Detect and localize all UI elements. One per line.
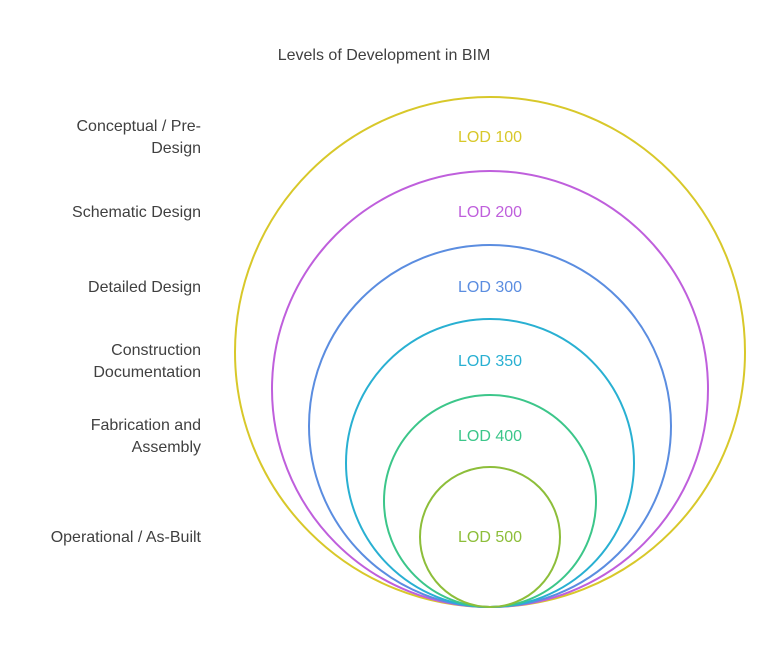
lod-label-1: LOD 100 bbox=[458, 129, 522, 146]
diagram-title: Levels of Development in BIM bbox=[278, 47, 491, 64]
lod-label-4: LOD 350 bbox=[458, 353, 522, 370]
stage-label-4-line-2: Documentation bbox=[93, 364, 201, 381]
stage-label-1-line-2: Design bbox=[151, 140, 201, 157]
lod-circle-5 bbox=[383, 394, 597, 608]
stage-label-2-line-1: Schematic Design bbox=[72, 204, 201, 221]
stage-label-5-line-1: Fabrication and bbox=[91, 417, 201, 434]
stage-label-3-line-1: Detailed Design bbox=[88, 279, 201, 296]
lod-circle-6 bbox=[419, 466, 561, 608]
lod-label-6: LOD 500 bbox=[458, 529, 522, 546]
stage-label-5-line-2: Assembly bbox=[132, 439, 201, 456]
stage-label-6-line-1: Operational / As-Built bbox=[51, 529, 202, 546]
lod-label-5: LOD 400 bbox=[458, 428, 522, 445]
lod-circle-3 bbox=[308, 244, 672, 608]
stage-label-4-line-1: Construction bbox=[111, 342, 201, 359]
lod-label-3: LOD 300 bbox=[458, 279, 522, 296]
stage-label-1-line-1: Conceptual / Pre- bbox=[76, 118, 201, 135]
lod-circles-group bbox=[234, 96, 746, 608]
lod-label-2: LOD 200 bbox=[458, 204, 522, 221]
